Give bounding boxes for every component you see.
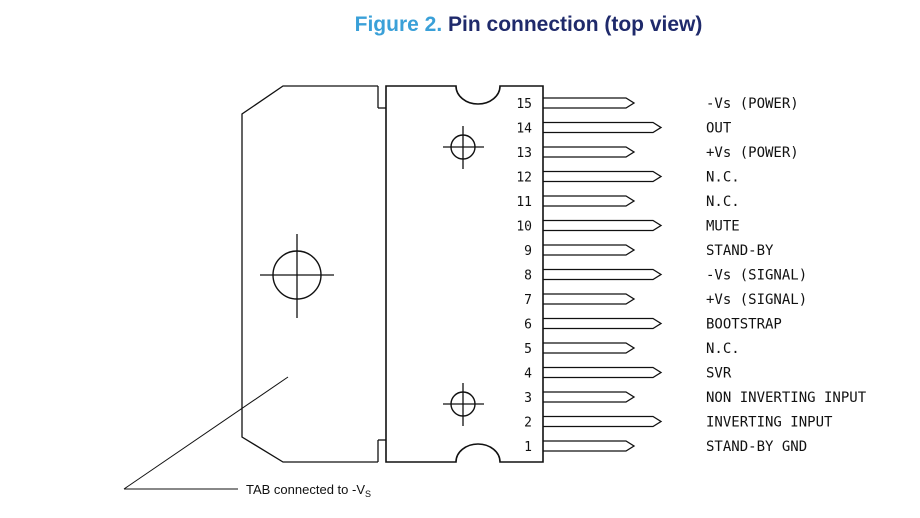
pin-14: 14 OUT (516, 121, 732, 137)
pin-name: OUT (706, 121, 732, 137)
pin-1: 1 STAND-BY GND (524, 439, 807, 455)
tab-note-subscript: S (365, 489, 371, 499)
pin-number: 2 (524, 416, 532, 431)
pin-name: +Vs (SIGNAL) (706, 292, 807, 308)
pin-lead (543, 195, 636, 207)
pin-lead (543, 268, 663, 281)
pin-name: NON INVERTING INPUT (706, 390, 867, 406)
pin-number: 9 (524, 244, 532, 259)
pin-number: 3 (524, 391, 532, 406)
figure-title: Figure 2. Pin connection (top view) (0, 13, 920, 37)
tab-leader-line-upper (123, 376, 289, 490)
top-alignment-mark-icon (443, 126, 484, 169)
pin-name: STAND-BY GND (706, 439, 807, 455)
pin-lead (543, 440, 636, 452)
pin-name: -Vs (SIGNAL) (706, 268, 807, 284)
pin-name: +Vs (POWER) (706, 145, 799, 161)
pin-lead (543, 219, 663, 232)
tab-callout: TAB connected to -VS (123, 376, 371, 499)
pin-lead (543, 342, 636, 354)
pin-number: 6 (524, 318, 532, 333)
pin-5: 5 N.C. (524, 341, 740, 357)
heatsink-tab-outline (241, 85, 378, 463)
figure-label: Figure 2. (354, 13, 443, 36)
package-body-outline (385, 85, 544, 463)
pin-name: -Vs (POWER) (706, 96, 799, 112)
bottom-alignment-mark-icon (443, 383, 484, 426)
pin-name: N.C. (706, 341, 740, 357)
pin-13: 13 +Vs (POWER) (516, 145, 798, 161)
pin-15: 15 -Vs (POWER) (516, 96, 798, 112)
pin-lead (543, 391, 636, 403)
pin-lead (543, 366, 663, 379)
pin-9: 9 STAND-BY (524, 243, 774, 259)
pin-lead (543, 121, 663, 134)
pin-number: 4 (524, 367, 532, 382)
pin-name: N.C. (706, 194, 740, 210)
pin-lead (543, 170, 663, 183)
pin-lead (543, 317, 663, 330)
tab-note: TAB connected to -VS (246, 482, 371, 499)
pin-6: 6 BOOTSTRAP (524, 317, 782, 333)
pin-lead (543, 244, 636, 256)
pin-name: SVR (706, 366, 732, 382)
pin-3: 3 NON INVERTING INPUT (524, 390, 867, 406)
pin-number: 15 (516, 97, 532, 112)
figure-caption: Pin connection (top view) (448, 13, 703, 36)
pin-7: 7 +Vs (SIGNAL) (524, 292, 807, 308)
pin-10: 10 MUTE (516, 219, 739, 235)
pin-2: 2 INVERTING INPUT (524, 415, 833, 431)
pin-name: STAND-BY (706, 243, 774, 259)
pin-11: 11 N.C. (516, 194, 739, 210)
pin-lead (543, 97, 636, 109)
pin-8: 8 -Vs (SIGNAL) (524, 268, 807, 284)
pin-name: MUTE (706, 219, 740, 235)
pin-lead (543, 293, 636, 305)
pin-lead (543, 415, 663, 428)
pin-name: BOOTSTRAP (706, 317, 782, 333)
pin-name: N.C. (706, 170, 740, 186)
pin-number: 1 (524, 440, 532, 455)
pin-lead (543, 146, 636, 158)
pin-number: 8 (524, 269, 532, 284)
pin-number: 13 (516, 146, 532, 161)
pin-number: 12 (516, 171, 532, 186)
pin-number: 7 (524, 293, 532, 308)
tab-mounting-hole-icon (260, 234, 334, 318)
tab-note-text: TAB connected to -V (246, 482, 365, 497)
pin-number: 11 (516, 195, 532, 210)
pin-name: INVERTING INPUT (706, 415, 833, 431)
pin-number: 10 (516, 220, 532, 235)
pin-number: 5 (524, 342, 532, 357)
pin-12: 12 N.C. (516, 170, 739, 186)
pin-number: 14 (516, 122, 532, 137)
pin-4: 4 SVR (524, 366, 732, 382)
